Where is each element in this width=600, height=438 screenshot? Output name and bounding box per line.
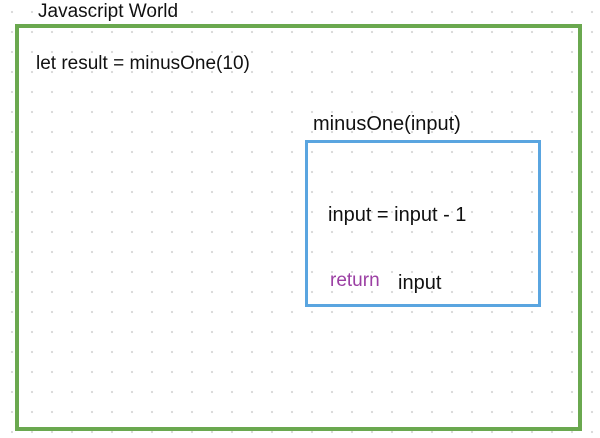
return-keyword: return: [330, 270, 380, 291]
assignment-statement: input = input - 1: [328, 204, 467, 226]
world-title: Javascript World: [38, 1, 179, 22]
function-call-statement: let result = minusOne(10): [36, 53, 250, 74]
return-value: input: [398, 272, 442, 294]
function-scope-box: [305, 140, 541, 307]
global-scope-box: [15, 24, 582, 431]
function-signature-title: minusOne(input): [313, 113, 461, 135]
